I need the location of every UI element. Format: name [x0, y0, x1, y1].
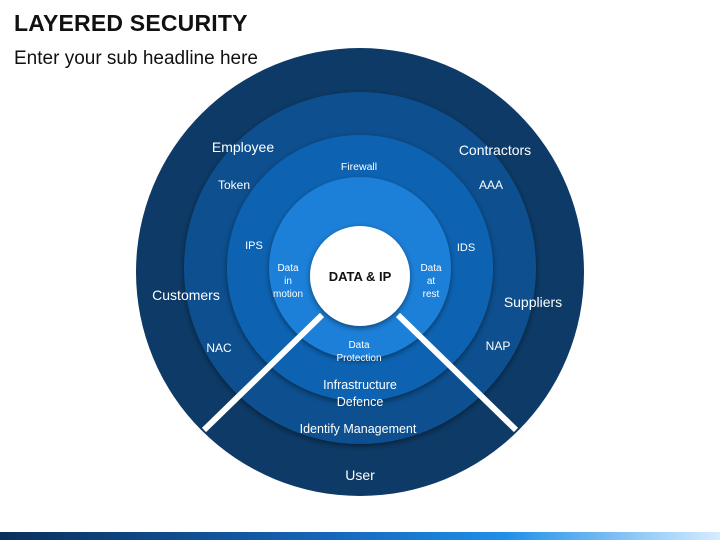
- label-data-in-motion-2: in: [284, 276, 292, 287]
- label-defence: Defence: [337, 395, 384, 409]
- page-title: LAYERED SECURITY: [14, 10, 248, 36]
- label-suppliers: Suppliers: [504, 294, 562, 310]
- label-nac: NAC: [206, 341, 232, 355]
- label-customers: Customers: [152, 287, 220, 303]
- label-aaa: AAA: [479, 178, 503, 192]
- label-nap: NAP: [486, 339, 511, 353]
- label-data-in-motion-3: motion: [273, 289, 303, 300]
- label-ids: IDS: [457, 242, 475, 254]
- label-ips: IPS: [245, 240, 263, 252]
- label-identify-management: Identify Management: [300, 422, 417, 436]
- label-data-at-rest-3: rest: [423, 289, 440, 300]
- core-circle: [310, 226, 410, 326]
- label-data-in-motion-1: Data: [277, 263, 299, 274]
- label-firewall: Firewall: [341, 161, 377, 173]
- label-data-protection-1: Data: [348, 340, 370, 351]
- label-employee: Employee: [212, 139, 274, 155]
- divider-line-right: [395, 312, 519, 433]
- label-token: Token: [218, 178, 250, 192]
- label-data-at-rest-1: Data: [420, 263, 442, 274]
- label-data-protection-2: Protection: [336, 353, 381, 364]
- divider-line-left: [201, 312, 325, 433]
- core-label: DATA & IP: [329, 269, 392, 284]
- label-contractors: Contractors: [459, 142, 531, 158]
- page-subtitle: Enter your sub headline here: [14, 48, 258, 69]
- footer-gradient-bar: [0, 532, 720, 540]
- label-infrastructure: Infrastructure: [323, 378, 397, 392]
- label-data-at-rest-2: at: [427, 276, 436, 287]
- label-user: User: [345, 467, 375, 483]
